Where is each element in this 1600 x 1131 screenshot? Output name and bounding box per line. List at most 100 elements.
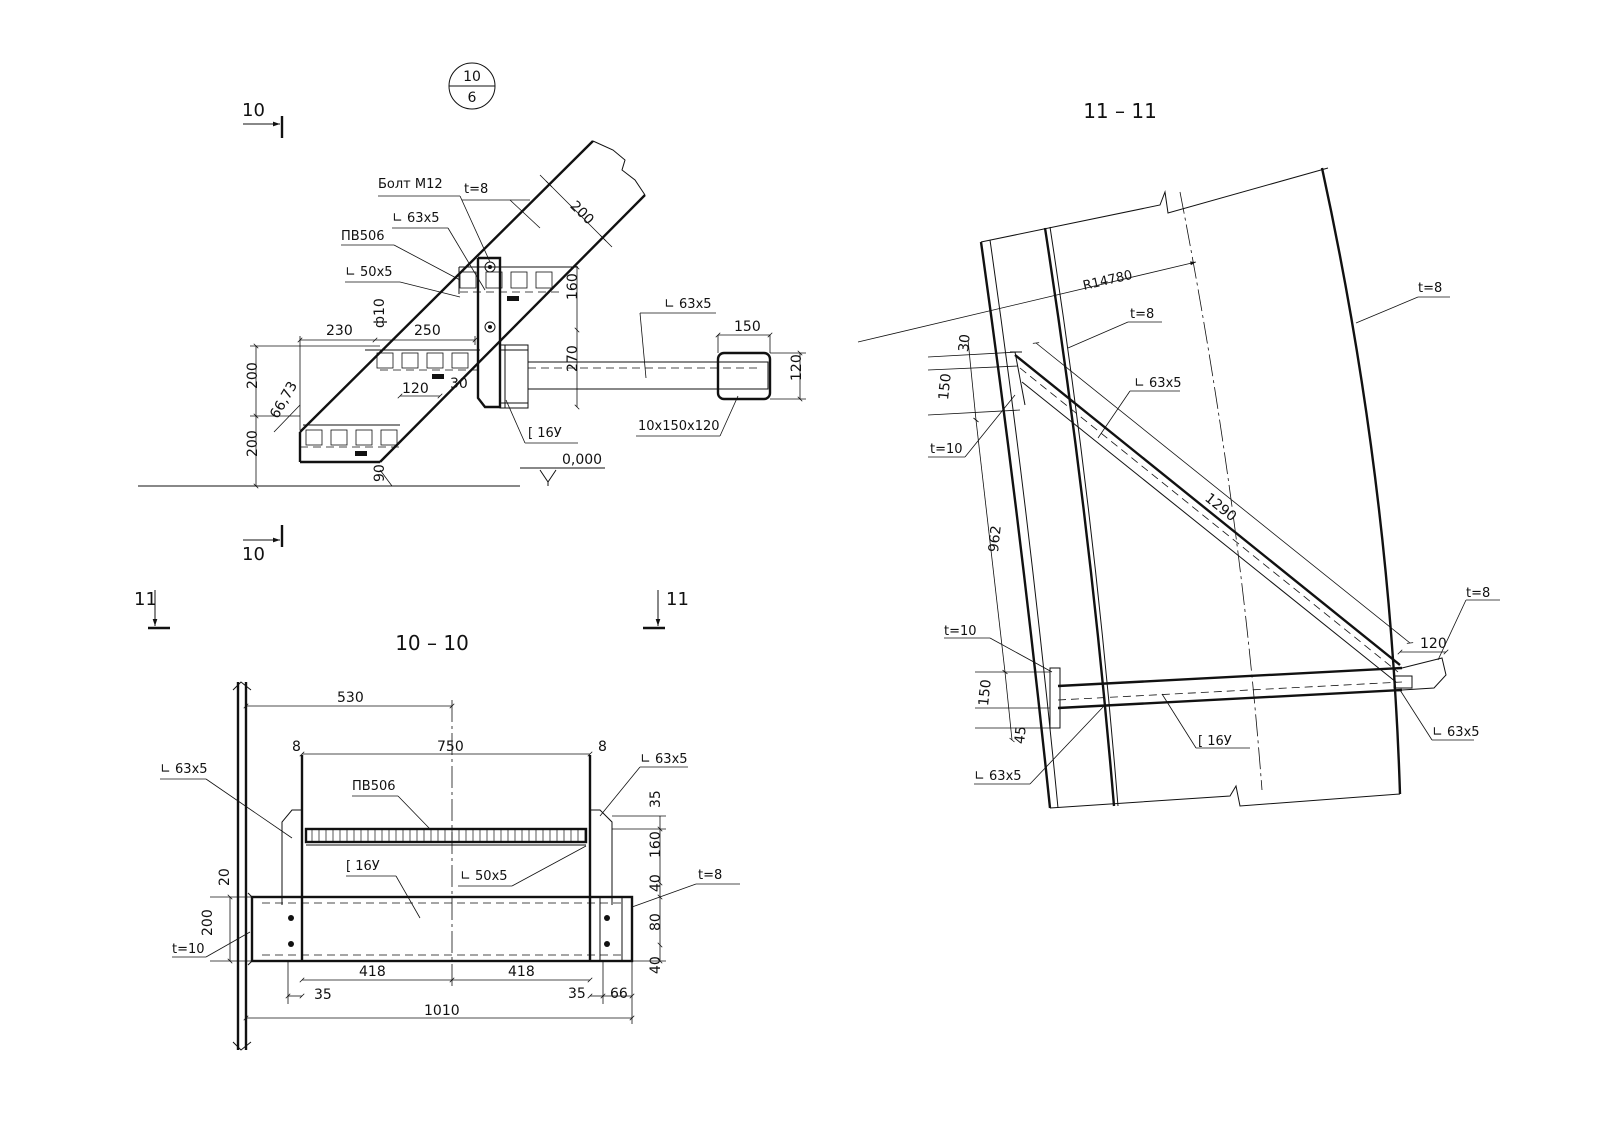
dim-35-top: 35 — [648, 790, 664, 808]
bolt-s2 — [288, 941, 294, 947]
section-10-10-dimensions: 530 750 8 8 35 160 40 80 40 20 200 — [200, 690, 666, 1024]
grating-bar — [304, 827, 588, 844]
diagonal-brace — [1010, 351, 1401, 683]
view-10-dimensions: 200 160 270 150 120 230 250 200 200 — [245, 174, 806, 489]
label-s11-t8-mid: t=8 — [1130, 307, 1154, 322]
label-s11-t10-bot: t=10 — [944, 624, 977, 639]
section-11-11-labels: t=8 t=8 ∟ 63x5 t=10 t=10 t=8 [ 16У ∟ 63x… — [928, 281, 1500, 785]
dim-160: 160 — [565, 273, 581, 300]
dim-8-left: 8 — [292, 739, 301, 755]
dim-40-a: 40 — [648, 874, 664, 892]
dim-66-73: 66,73 — [267, 379, 301, 422]
label-s10-angle-left: ∟ 63x5 — [160, 762, 208, 777]
label-s11-angle-left: ∟ 63x5 — [974, 769, 1022, 784]
dim-250: 250 — [414, 323, 441, 339]
dim-8-right: 8 — [598, 739, 607, 755]
channel-body — [250, 895, 634, 963]
label-angle-63-right: ∟ 63x5 — [664, 297, 712, 312]
dim-35-right: 35 — [568, 986, 586, 1002]
level-label: 0,000 — [562, 452, 602, 468]
label-plate-t8: t=8 — [464, 182, 488, 197]
label-s11-angle-diag: ∟ 63x5 — [1134, 376, 1182, 391]
bolt-s4 — [604, 941, 610, 947]
cut-mark-10-top: 10 — [242, 100, 284, 138]
dim-s11-150-a: 150 — [936, 373, 955, 401]
cap-plate — [716, 351, 772, 401]
label-s10-angle-right: ∟ 63x5 — [640, 752, 688, 767]
dim-45: 45 — [1012, 725, 1030, 744]
dim-270: 270 — [565, 345, 581, 372]
bolts — [355, 261, 519, 456]
shell-inner-1 — [1043, 227, 1116, 807]
dim-35-left: 35 — [314, 987, 332, 1003]
section-11-11: 11 – 11 R14780 — [857, 99, 1500, 809]
dim-418-b: 418 — [508, 964, 535, 980]
section-10-10-labels: ∟ 63x5 ПВ506 [ 16У ∟ 50x5 ∟ 63x5 t=8 t=1… — [160, 752, 740, 958]
dim-160-s10: 160 — [648, 831, 664, 858]
bolt-s1 — [288, 915, 294, 921]
cut-11-right: 11 — [666, 589, 689, 610]
label-s10-t10: t=10 — [172, 942, 205, 957]
label-dia: ф10 — [372, 298, 388, 328]
dim-s11-150-b: 150 — [976, 679, 995, 707]
dim-150: 150 — [734, 319, 761, 335]
label-s11-t8-right: t=8 — [1466, 586, 1490, 601]
dim-66: 66 — [610, 986, 628, 1002]
label-s11-channel: [ 16У — [1198, 734, 1232, 749]
dim-s11-30: 30 — [956, 333, 974, 352]
dim-80: 80 — [648, 913, 664, 931]
label-s10-angle-50: ∟ 50x5 — [460, 869, 508, 884]
section-10-10: 10 – 10 — [160, 631, 740, 1051]
support-assembly — [476, 256, 772, 409]
angle-bracket — [527, 361, 769, 390]
dim-200-s10: 200 — [200, 909, 216, 936]
dim-962: 962 — [986, 525, 1005, 553]
marker-bottom: 6 — [468, 90, 477, 106]
dim-120-right: 120 — [789, 354, 805, 381]
label-angle-63-top: ∟ 63x5 — [392, 211, 440, 226]
shell-outer-1 — [979, 241, 1052, 809]
label-s11-t8-top: t=8 — [1418, 281, 1442, 296]
label-channel: [ 16У — [528, 426, 562, 441]
dim-30: 30 — [450, 376, 468, 392]
shell-outer-2 — [989, 239, 1059, 809]
dim-200-diag: 200 — [567, 198, 597, 228]
dim-s11-120: 120 — [1420, 636, 1447, 652]
bolt-3 — [507, 296, 519, 301]
dim-530: 530 — [337, 690, 364, 706]
label-grating: ПВ506 — [341, 229, 385, 244]
marker-top: 10 — [463, 69, 481, 85]
label-bolt: Болт М12 — [378, 177, 443, 192]
dim-20: 20 — [217, 868, 233, 886]
dim-230: 230 — [326, 323, 353, 339]
view-10: 10 10 — [138, 100, 806, 565]
section-10-10-title: 10 – 10 — [395, 631, 469, 655]
label-s11-t10-top: t=10 — [930, 442, 963, 457]
dim-90: 90 — [372, 464, 388, 482]
dim-200-b: 200 — [245, 430, 261, 457]
channel-section — [499, 344, 529, 409]
vertical-plate — [476, 256, 502, 409]
label-s11-angle-right: ∟ 63x5 — [1432, 725, 1480, 740]
label-s10-grating: ПВ506 — [352, 779, 396, 794]
bolt-2 — [484, 321, 496, 333]
bolt-1-center — [488, 265, 492, 269]
shell-right — [1320, 167, 1402, 795]
section-marker: 10 6 — [448, 62, 496, 110]
cut-11-left: 11 — [134, 589, 157, 610]
bottom-break-line — [1049, 784, 1401, 809]
label-cap-plate: 10x150x120 — [638, 419, 720, 434]
label-radius: R14780 — [1082, 268, 1134, 294]
cut-11: 11 11 — [134, 589, 689, 630]
bolt-4 — [432, 374, 444, 379]
radius-line — [857, 261, 1197, 343]
label-s10-t8: t=8 — [698, 868, 722, 883]
dim-1010: 1010 — [424, 1003, 460, 1019]
dim-40-b: 40 — [648, 956, 664, 974]
section-11-11-dimensions: 30 150 962 1290 150 45 120 — [927, 333, 1449, 745]
break-line — [592, 140, 646, 196]
bolt-s3 — [604, 915, 610, 921]
label-s10-channel: [ 16У — [346, 859, 380, 874]
dim-200-a: 200 — [245, 362, 261, 389]
